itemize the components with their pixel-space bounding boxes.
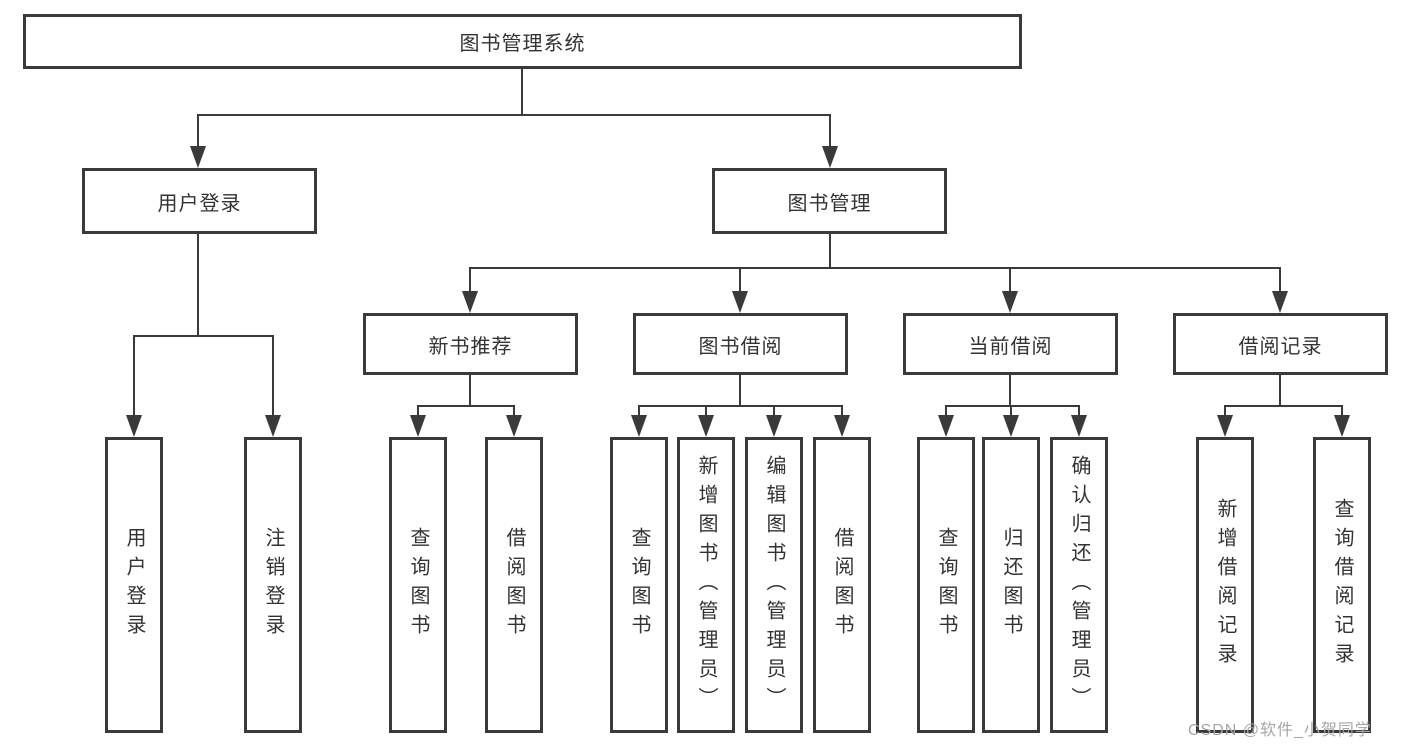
- csdn-watermark: CSDN @软件_小贺同学: [1188, 722, 1372, 739]
- connector-bookmgmt-drop-2: [739, 267, 741, 297]
- connector-records-rail: [1224, 405, 1343, 407]
- connector-userlogin-rail: [133, 335, 274, 337]
- connector-root-drop-1: [197, 114, 199, 152]
- node-borrow-books-recommend: 借阅图书: [485, 437, 543, 733]
- connector-newbook-stem: [469, 375, 471, 407]
- arrow-down-icon: [1003, 415, 1019, 437]
- connector-root-rail: [197, 114, 831, 116]
- node-query-books-borrow: 查询图书: [610, 437, 668, 733]
- node-current-borrow: 当前借阅: [903, 313, 1118, 375]
- node-root-system: 图书管理系统: [23, 14, 1022, 69]
- arrow-down-icon: [938, 415, 954, 437]
- connector-userlogin-drop-2: [272, 335, 274, 420]
- connector-current-rail: [945, 405, 1080, 407]
- arrow-down-icon: [1217, 415, 1233, 437]
- node-return-books: 归还图书: [982, 437, 1040, 733]
- connector-bookmgmt-rail: [469, 267, 1281, 269]
- connector-bookmgmt-drop-1: [469, 267, 471, 297]
- arrow-down-icon: [265, 415, 281, 437]
- arrow-down-icon: [410, 415, 426, 437]
- node-query-books-current: 查询图书: [917, 437, 975, 733]
- arrow-down-icon: [126, 415, 142, 437]
- connector-root-stem: [521, 69, 523, 116]
- connector-current-stem: [1009, 375, 1011, 407]
- arrow-down-icon: [698, 415, 714, 437]
- connector-root-drop-2: [829, 114, 831, 152]
- arrow-down-icon: [1272, 291, 1288, 313]
- connector-records-stem: [1279, 375, 1281, 407]
- node-user-login: 用户登录: [105, 437, 163, 733]
- node-logout: 注销登录: [244, 437, 302, 733]
- arrow-down-icon: [462, 291, 478, 313]
- connector-newbook-rail: [417, 405, 515, 407]
- arrow-down-icon: [732, 291, 748, 313]
- node-confirm-return-admin: 确认归还（管理员）: [1050, 437, 1108, 733]
- node-query-borrow-record: 查询借阅记录: [1313, 437, 1371, 733]
- arrow-down-icon: [631, 415, 647, 437]
- arrow-down-icon: [766, 415, 782, 437]
- arrow-down-icon: [1002, 291, 1018, 313]
- connector-bookmgmt-stem: [829, 234, 831, 269]
- node-add-books-admin: 新增图书（管理员）: [677, 437, 735, 733]
- node-borrow-books: 借阅图书: [813, 437, 871, 733]
- node-edit-books-admin: 编辑图书（管理员）: [745, 437, 803, 733]
- node-borrow-records: 借阅记录: [1173, 313, 1388, 375]
- arrow-down-icon: [834, 415, 850, 437]
- connector-borrow-stem: [739, 375, 741, 407]
- connector-userlogin-drop-1: [133, 335, 135, 420]
- node-user-login-module: 用户登录: [82, 168, 317, 234]
- node-add-borrow-record: 新增借阅记录: [1196, 437, 1254, 733]
- connector-borrow-rail: [638, 405, 843, 407]
- node-new-book-recommend: 新书推荐: [363, 313, 578, 375]
- arrow-down-icon: [190, 146, 206, 168]
- arrow-down-icon: [506, 415, 522, 437]
- node-book-borrow: 图书借阅: [633, 313, 848, 375]
- node-query-books-recommend: 查询图书: [389, 437, 447, 733]
- connector-userlogin-stem: [197, 234, 199, 337]
- arrow-down-icon: [822, 146, 838, 168]
- connector-bookmgmt-drop-4: [1279, 267, 1281, 297]
- arrow-down-icon: [1071, 415, 1087, 437]
- arrow-down-icon: [1334, 415, 1350, 437]
- node-book-management-module: 图书管理: [712, 168, 947, 234]
- connector-bookmgmt-drop-3: [1009, 267, 1011, 297]
